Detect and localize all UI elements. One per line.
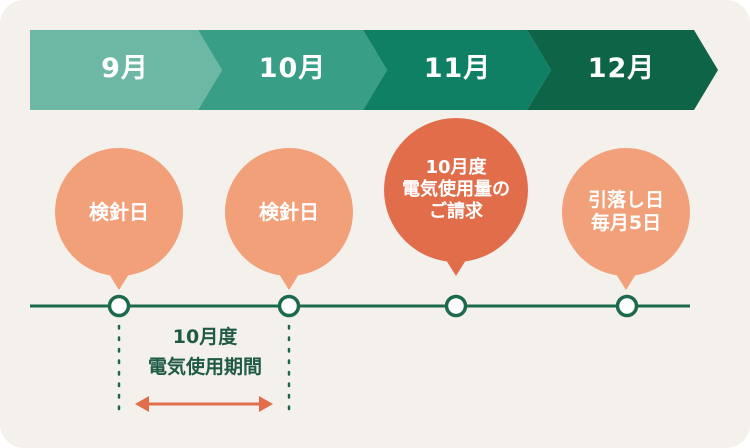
month-chevron-november: [363, 30, 551, 110]
month-chevron-december: [527, 30, 718, 110]
usage-period-title: 電気使用期間: [147, 356, 262, 378]
month-label-december: 12月: [587, 53, 656, 84]
period-arrow-left-head: [135, 396, 149, 412]
bubble-text: 検針日: [89, 199, 149, 224]
bubble-text: 10月度 電気使用量の ご請求: [402, 157, 510, 222]
timeline-node-1: [107, 294, 131, 318]
billing-bubble: 10月度 電気使用量の ご請求: [384, 118, 528, 276]
month-label-september: 9月: [101, 53, 149, 84]
debit-day-bubble: 引落し日 毎月5日: [562, 148, 690, 290]
meter-reading-day-bubble-2: 検針日: [225, 148, 353, 290]
month-chevron-september: [30, 30, 222, 110]
month-chevron-banner: [30, 30, 718, 110]
bubble-text: 引落し日 毎月5日: [587, 188, 664, 234]
meter-reading-day-bubble-1: 検針日: [55, 148, 183, 290]
usage-period-label: 10月度 電気使用期間: [120, 322, 290, 382]
bubble-text: 検針日: [259, 199, 319, 224]
month-label-november: 11月: [423, 53, 492, 84]
timeline-node-3: [444, 294, 468, 318]
timeline-node-4: [615, 294, 639, 318]
usage-period-month: 10月度: [172, 326, 238, 348]
timeline-node-2: [277, 294, 301, 318]
period-arrow-right-head: [259, 396, 273, 412]
month-label-october: 10月: [258, 53, 327, 84]
month-chevron-october: [198, 30, 387, 110]
